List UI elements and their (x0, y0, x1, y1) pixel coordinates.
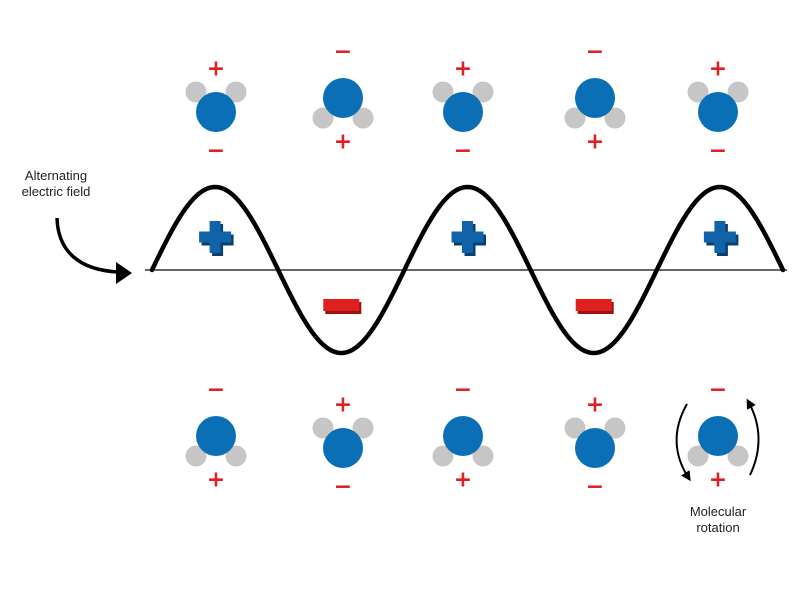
oxygen-atom (575, 78, 615, 118)
bottom-minus-sign: − (586, 475, 604, 500)
bottom-plus-sign: + (586, 130, 604, 155)
electric-field-label-line1: Alternating (24, 168, 88, 183)
bottom-plus-sign: + (334, 130, 352, 155)
top-minus-sign: − (709, 378, 727, 403)
top-minus-sign: − (207, 378, 225, 403)
molecular-rotation-label-line1: Molecular (689, 504, 747, 519)
oxygen-atom (196, 416, 236, 456)
top-plus-sign: + (334, 393, 352, 418)
molecule-bottom-3: −+ (432, 378, 494, 493)
molecule-bottom-2: +− (312, 393, 374, 500)
top-plus-sign: + (454, 57, 472, 82)
hydrogen-atom-left (687, 81, 709, 103)
field-pointer-arrowhead (116, 262, 132, 284)
hydrogen-atom-right (352, 107, 374, 129)
field-plus-sign (199, 221, 234, 256)
field-minus-sign (575, 299, 614, 314)
electric-field-wave (149, 184, 786, 356)
arrow-layer (55, 217, 760, 482)
field-plus-sign (703, 221, 739, 256)
bottom-plus-sign: + (454, 468, 472, 493)
oxygen-atom (323, 78, 363, 118)
oxygen-atom (698, 416, 738, 456)
bottom-minus-sign: − (334, 475, 352, 500)
hydrogen-atom-right (604, 107, 626, 129)
molecular-rotation-label: Molecular rotation (668, 504, 768, 536)
oxygen-atom (575, 428, 615, 468)
hydrogen-atom-left (564, 107, 586, 129)
hydrogen-atom-right (604, 417, 626, 439)
wave-layer (145, 184, 787, 356)
oxygen-atom (698, 92, 738, 132)
molecule-top-3: +− (432, 57, 494, 164)
top-minus-sign: − (586, 40, 604, 65)
oxygen-atom (196, 92, 236, 132)
hydrogen-atom-right (225, 445, 247, 467)
electric-field-label: Alternating electric field (8, 168, 104, 200)
top-minus-sign: − (334, 40, 352, 65)
rotation-arrow-left (675, 403, 691, 482)
hydrogen-atom-left (687, 445, 709, 467)
hydrogen-atom-right (225, 81, 247, 103)
top-minus-sign: − (454, 378, 472, 403)
bottom-minus-sign: − (207, 139, 225, 164)
oxygen-atom (443, 416, 483, 456)
oxygen-atom (443, 92, 483, 132)
bottom-minus-sign: − (709, 139, 727, 164)
oxygen-atom (323, 428, 363, 468)
field-pointer-arrow (55, 217, 119, 274)
electric-field-label-line2: electric field (21, 184, 91, 199)
bottom-plus-sign: + (709, 468, 727, 493)
hydrogen-atom-right (727, 81, 749, 103)
molecule-top-4: −+ (564, 40, 626, 155)
field-plus-sign (451, 221, 486, 256)
hydrogen-atom-left (185, 445, 207, 467)
molecule-bottom-4: +− (564, 393, 626, 500)
molecule-top-1: +− (185, 57, 247, 164)
field-minus-sign (323, 299, 362, 314)
top-plus-sign: + (207, 57, 225, 82)
molecule-bottom-1: −+ (185, 378, 247, 493)
hydrogen-atom-left (432, 445, 454, 467)
hydrogen-atom-left (432, 81, 454, 103)
hydrogen-atom-left (312, 417, 334, 439)
hydrogen-atom-right (352, 417, 374, 439)
field-sign-layer (199, 221, 739, 314)
molecule-top-2: −+ (312, 40, 374, 155)
hydrogen-atom-right (472, 81, 494, 103)
hydrogen-atom-left (185, 81, 207, 103)
bottom-plus-sign: + (207, 468, 225, 493)
bottom-minus-sign: − (454, 139, 472, 164)
molecule-bottom-5: −+ (687, 378, 749, 493)
hydrogen-atom-left (312, 107, 334, 129)
hydrogen-atom-left (564, 417, 586, 439)
rotation-arrow-right (746, 398, 760, 476)
molecule-top-5: +− (687, 57, 749, 164)
molecule-layer: +−−++−−++−−++−−++−−+ (185, 40, 749, 500)
top-plus-sign: + (586, 393, 604, 418)
hydrogen-atom-right (727, 445, 749, 467)
hydrogen-atom-right (472, 445, 494, 467)
top-plus-sign: + (709, 57, 727, 82)
molecular-rotation-label-line2: rotation (696, 520, 740, 535)
